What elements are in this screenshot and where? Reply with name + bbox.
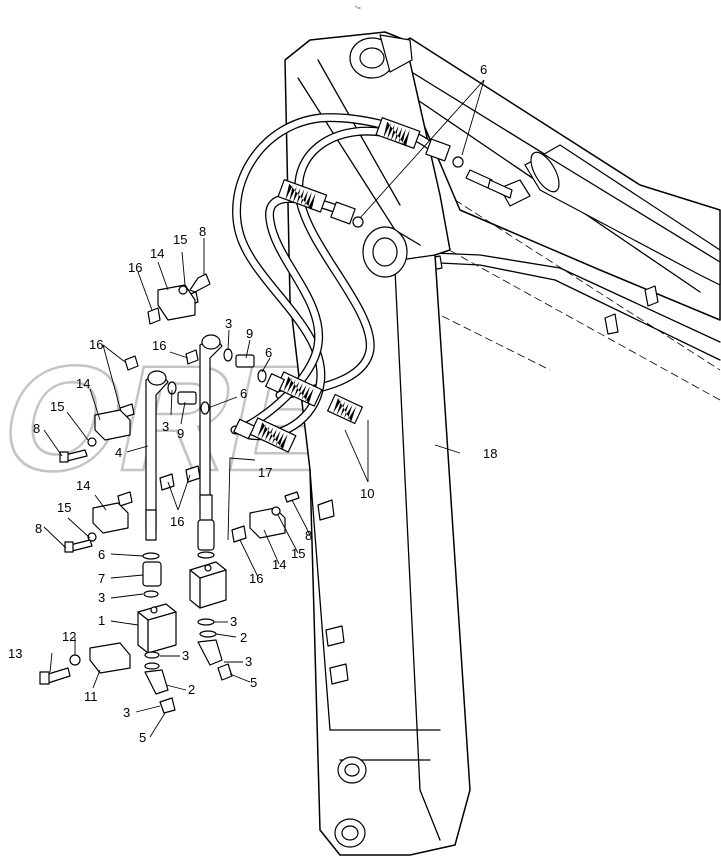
callout-3-e: 3 (245, 654, 252, 669)
callout-16-d: 16 (170, 514, 184, 529)
hose-fitting-5 (327, 393, 363, 425)
callout-6-top: 6 (480, 62, 487, 77)
hose-fitting-2 (277, 179, 356, 225)
callout-2-b: 2 (188, 682, 195, 697)
callout-9-b: 9 (177, 426, 184, 441)
callout-13: 13 (8, 646, 22, 661)
callout-3-a: 3 (225, 316, 232, 331)
top-pin (349, 34, 413, 79)
callout-16-c: 16 (152, 338, 166, 353)
boom-cylinder (499, 144, 721, 286)
callout-8-a: 8 (199, 224, 206, 239)
callout-3-b: 3 (162, 419, 169, 434)
callout-5-b: 5 (139, 730, 146, 745)
callout-2-a: 2 (240, 630, 247, 645)
callout-17: 17 (258, 465, 272, 480)
callout-14-c: 14 (76, 478, 90, 493)
callout-15-b: 15 (50, 399, 64, 414)
callout-15-a: 15 (173, 232, 187, 247)
callout-numbers: 6 8 15 14 16 3 9 6 16 16 14 15 8 3 9 6 4… (8, 62, 497, 745)
callout-16-e: 16 (249, 571, 263, 586)
bottom-pins (334, 756, 367, 848)
cylinder-boss (362, 226, 408, 278)
callout-8-d: 8 (305, 528, 312, 543)
hose-fitting-1 (375, 117, 451, 162)
callout-11: 11 (84, 689, 98, 704)
callout-3-g: 3 (123, 705, 130, 720)
callout-14-a: 14 (150, 246, 164, 261)
callout-8-b: 8 (33, 421, 40, 436)
callout-14-b: 14 (76, 376, 90, 391)
callout-16-f: 16 (249, 571, 263, 586)
callout-15-d: 15 (291, 546, 305, 561)
callout-14-d: 14 (272, 557, 286, 572)
callout-6-a: 6 (265, 345, 272, 360)
callout-12: 12 (62, 629, 76, 644)
callout-9-a: 9 (246, 326, 253, 341)
hose-fitting-3 (265, 371, 323, 407)
leader-lines (43, 79, 485, 738)
callout-1: 1 (98, 613, 105, 628)
callout-3-c: 3 (98, 590, 105, 605)
callout-10: 10 (360, 486, 374, 501)
callout-18: 18 (483, 446, 497, 461)
callout-15-c: 15 (57, 500, 71, 515)
callout-5-a: 5 (250, 675, 257, 690)
hoses (230, 113, 513, 453)
callout-3-d: 3 (230, 614, 237, 629)
callout-6-b: 6 (240, 386, 247, 401)
arm-body (284, 31, 721, 856)
callout-14-e: 14 (272, 557, 286, 572)
callout-16-b: 16 (89, 337, 103, 352)
callout-8-c: 8 (35, 521, 42, 536)
hose-fitting-4 (233, 417, 297, 453)
callout-6-c: 6 (98, 547, 105, 562)
callout-7: 7 (98, 571, 105, 586)
header-mark: *= (355, 6, 361, 12)
callout-16-a: 16 (128, 260, 142, 275)
pipe-assembly (39, 273, 300, 714)
callout-4: 4 (115, 445, 122, 460)
callout-3-f: 3 (182, 648, 189, 663)
